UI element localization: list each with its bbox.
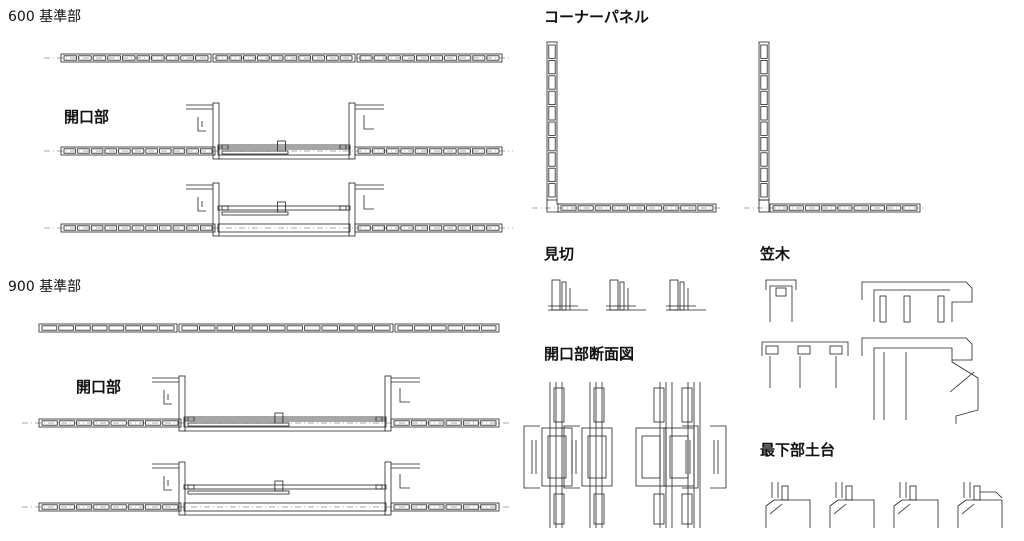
mikiri-details: [548, 279, 706, 311]
plan-600-opening-b: [44, 182, 513, 237]
label-600-standard: 600 基準部: [8, 9, 82, 25]
plan-900-opening-a: [22, 375, 510, 432]
opening-section-details: [523, 382, 727, 528]
label-bottom-base: 最下部土台: [760, 441, 836, 459]
plan-900-opening-b: [22, 461, 510, 516]
label-kasagi: 笠木: [760, 245, 791, 263]
label-mikiri: 見切: [544, 245, 575, 263]
label-opening-section: 開口部断面図: [544, 345, 635, 363]
kasagi-details: [761, 279, 979, 424]
bottom-base-details: [765, 482, 1003, 528]
label-900-opening: 開口部: [76, 378, 122, 396]
label-900-standard: 900 基準部: [8, 279, 82, 295]
plan-600-opening-a: [44, 102, 513, 160]
corner-panel-detail-b: [744, 41, 924, 213]
corner-panel-detail-a: [532, 41, 720, 213]
plan-900-standard: [38, 323, 500, 333]
plan-600-standard: [44, 53, 510, 63]
label-corner-panel: コーナーパネル: [544, 8, 649, 26]
label-600-opening: 開口部: [64, 108, 110, 126]
